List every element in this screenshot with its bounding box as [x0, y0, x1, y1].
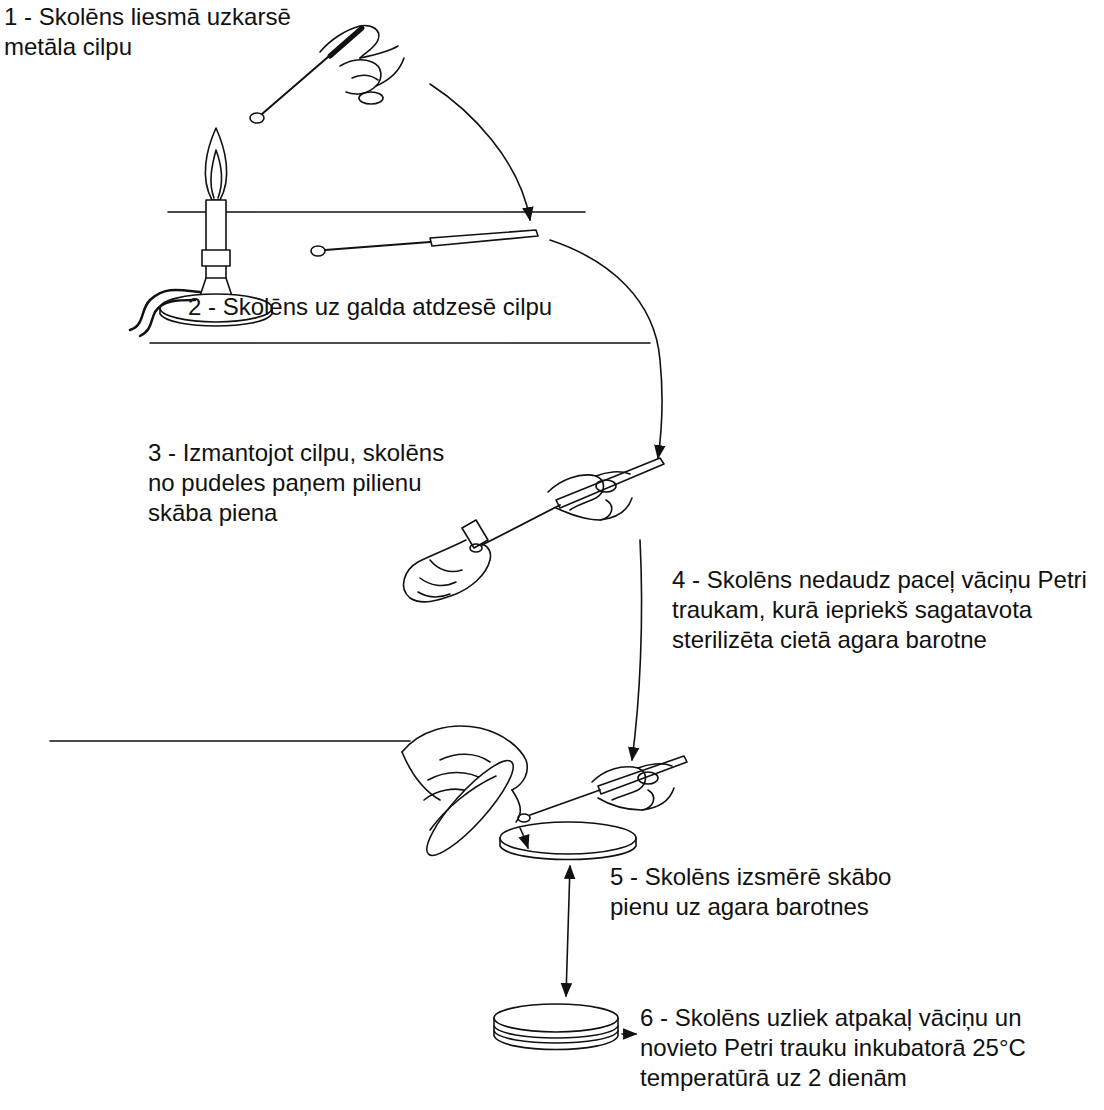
metal-loop [311, 230, 538, 256]
flow-arrow [430, 84, 662, 1034]
hand-with-loop [250, 26, 404, 123]
hand-with-loop [518, 756, 687, 848]
petri-dish-closed [494, 1004, 618, 1050]
step-text: 3 - Izmantojot cilpu, skolēns no pudeles… [148, 438, 448, 528]
step-text: 4 - Skolēns nedaudz paceļ vāciņu Petri t… [672, 565, 1100, 655]
step-text: 1 - Skolēns liesmā uzkarsē metāla cilpu [4, 2, 294, 62]
hand-lifting-lid [402, 726, 527, 865]
table-edge [168, 211, 585, 213]
step-text: 2 - Skolēns uz galda atdzesē cilpu [188, 292, 628, 322]
hand-with-loop [470, 458, 664, 552]
petri-dish [500, 822, 636, 860]
table-edge [50, 740, 410, 742]
bottle-in-hand [404, 520, 491, 602]
step-text: 5 - Skolēns izsmērē skābo pienu uz agara… [610, 862, 940, 922]
step-text: 6 - Skolēns uzliek atpakaļ vāciņu un nov… [640, 1003, 1100, 1093]
table-edge [150, 342, 650, 344]
